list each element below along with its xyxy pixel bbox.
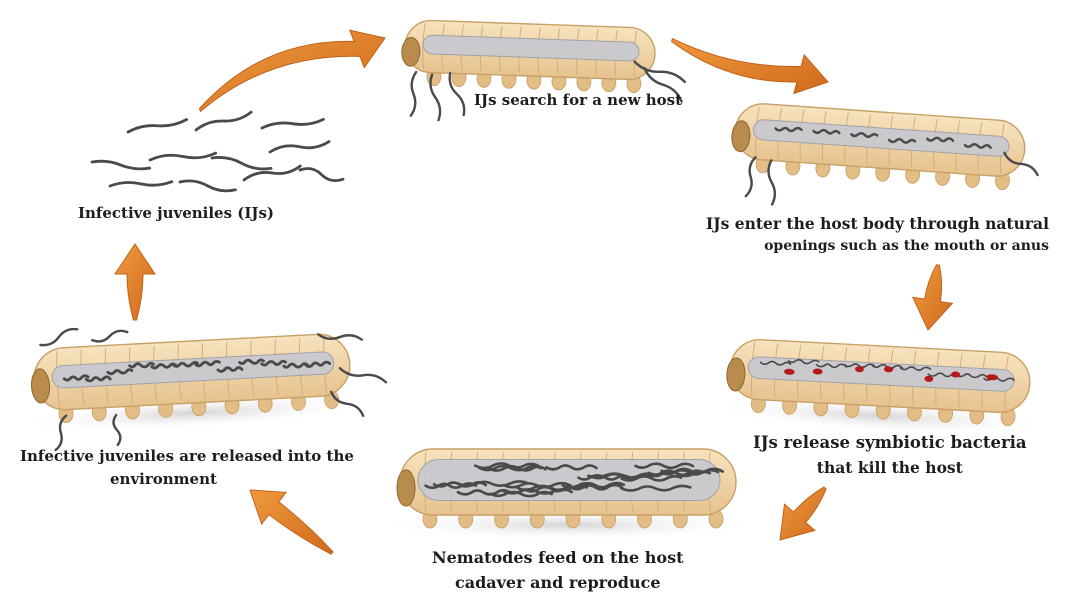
step-label-infective-juveniles: Infective juveniles (IJs) [78,202,274,225]
step-label-line: Infective juveniles (IJs) [78,202,274,225]
nematode-external [768,160,775,204]
cycle-arrow [780,487,826,540]
step-label-line: IJs enter the host body through natural [706,212,1049,236]
larva [727,102,1042,223]
step-label-enter-host: IJs enter the host body through natural … [706,212,1049,258]
nematode [39,327,78,348]
step-label-release-bacteria: IJs release symbiotic bacteria that kill… [753,430,1027,480]
nematode [408,72,419,116]
nematode [92,160,150,170]
free-nematode [92,160,150,170]
free-nematode [195,110,252,133]
nematode [110,179,172,188]
cycle-arrow [913,265,953,330]
step-label-line: IJs search for a new host [474,89,682,112]
step-label-line: cadaver and reproduce [432,571,683,596]
larva [400,20,688,130]
nematode [768,160,775,204]
larva [705,337,1054,441]
nematode [180,179,236,192]
cycle-arrow [199,30,385,111]
larva [8,310,390,453]
nematode [269,138,329,155]
nematode [150,150,216,162]
free-nematode [180,179,236,192]
nematode [195,110,252,133]
free-nematode [262,117,324,130]
step-label-line: openings such as the mouth or anus [706,236,1049,258]
free-nematode [299,167,343,183]
cycle-arrow [250,490,333,554]
free-infective-juveniles [92,110,344,193]
step-label-line: environment [20,468,354,491]
free-nematode [110,179,172,188]
cycle-arrow [115,244,155,320]
nematode [262,117,324,130]
step-label-released-environment: Infective juveniles are released into th… [20,445,354,492]
step-label-search: IJs search for a new host [474,89,682,112]
step-label-feed-reproduce: Nematodes feed on the host cadaver and r… [432,546,683,596]
nematode [92,329,128,343]
larva-head [401,37,420,66]
nematode [299,167,343,183]
free-nematode [212,156,272,171]
step-label-line: Infective juveniles are released into th… [20,445,354,468]
free-nematode [150,150,216,162]
free-nematode [269,138,329,155]
nematode-external [39,327,78,348]
larva-head [397,470,415,506]
free-nematode [128,117,188,134]
cycle-arrow [672,39,828,94]
larva [375,449,761,541]
nematode [212,156,272,171]
step-label-line: that kill the host [753,456,1027,480]
step-label-line: Nematodes feed on the host [432,546,683,571]
nematode-external [92,329,128,343]
nematode [128,117,188,134]
step-label-line: IJs release symbiotic bacteria [753,430,1027,456]
nematode-external [408,72,419,116]
